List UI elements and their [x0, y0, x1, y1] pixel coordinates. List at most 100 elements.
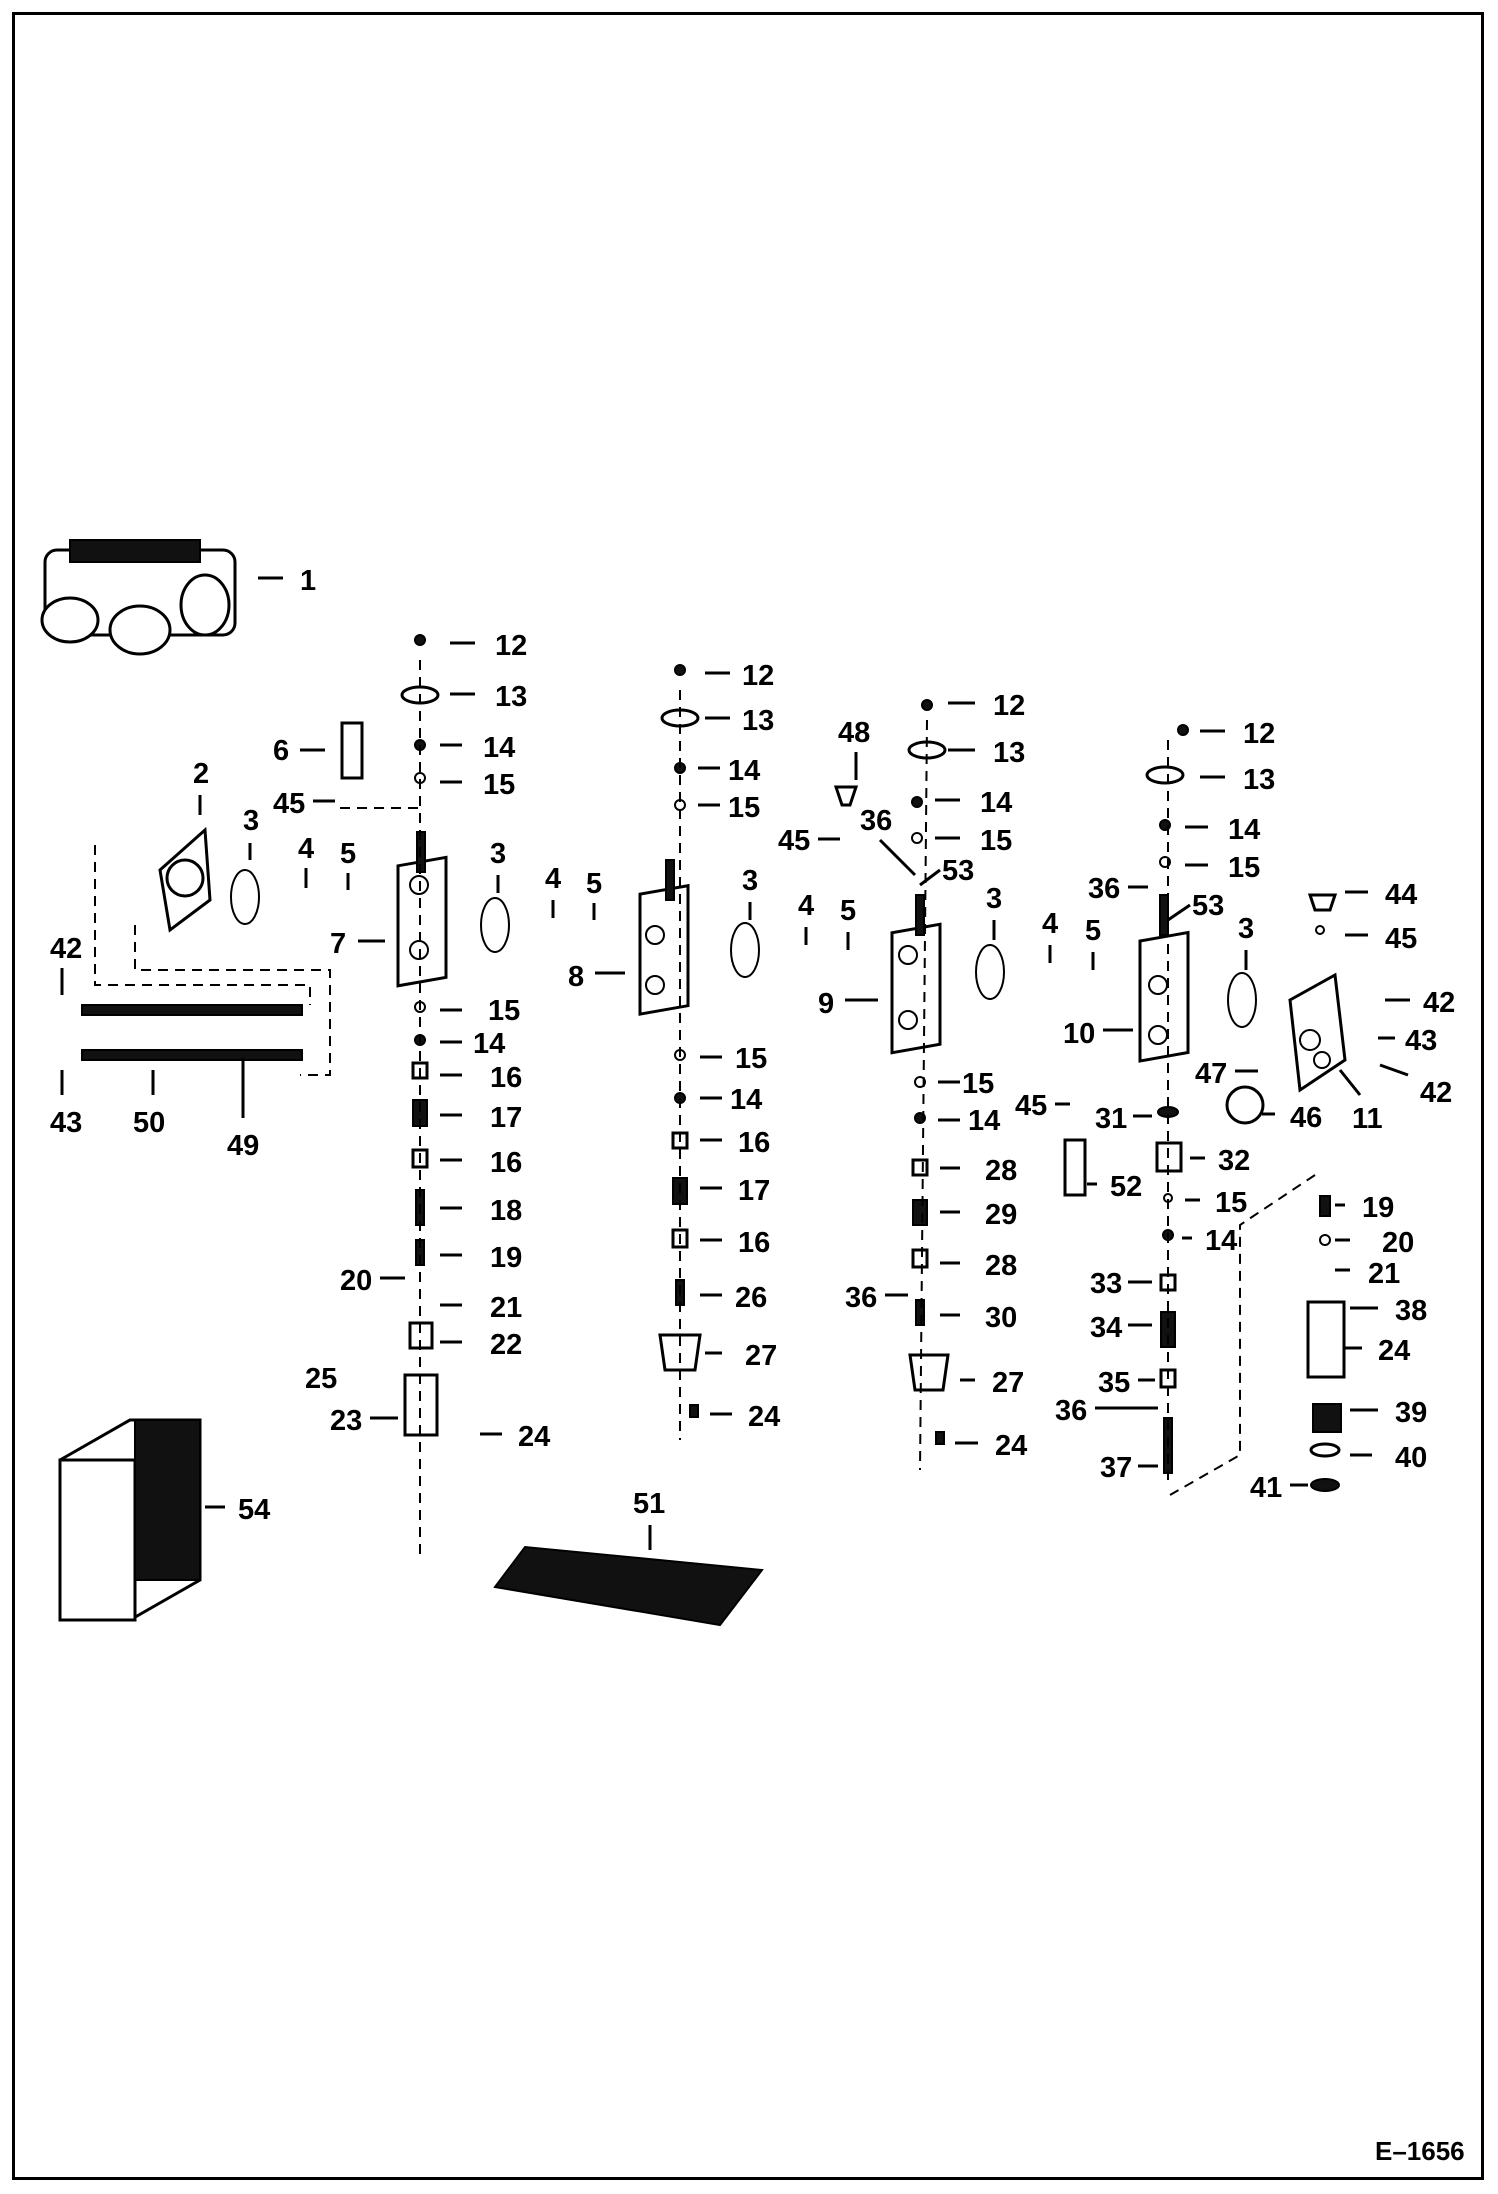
- callout-44: 44: [1385, 879, 1417, 911]
- callout-2: 2: [193, 758, 209, 790]
- callout-3: 3: [1238, 913, 1254, 945]
- valve-section-9: [890, 894, 942, 1055]
- callout-45: 45: [273, 788, 305, 820]
- callout-53: 53: [942, 855, 974, 887]
- callout-45: 45: [1385, 923, 1417, 955]
- callout-54: 54: [238, 1494, 270, 1526]
- callout-16: 16: [490, 1062, 522, 1094]
- callout-31: 31: [1095, 1103, 1127, 1135]
- inlet-cover-illustration: [158, 826, 212, 933]
- callout-26: 26: [735, 1282, 767, 1314]
- callout-23: 23: [330, 1405, 362, 1437]
- callout-12: 12: [1243, 718, 1275, 750]
- callout-39: 39: [1395, 1397, 1427, 1429]
- callout-15: 15: [735, 1043, 767, 1075]
- callout-14: 14: [483, 732, 515, 764]
- callout-9: 9: [818, 988, 834, 1020]
- callout-4: 4: [1042, 908, 1058, 940]
- callout-24: 24: [518, 1421, 550, 1453]
- callout-28: 28: [985, 1155, 1017, 1187]
- callout-40: 40: [1395, 1442, 1427, 1474]
- callout-20: 20: [340, 1265, 372, 1297]
- callout-17: 17: [738, 1175, 770, 1207]
- callout-18: 18: [490, 1195, 522, 1227]
- callout-36: 36: [1088, 873, 1120, 905]
- callout-15: 15: [980, 825, 1012, 857]
- callout-16: 16: [490, 1147, 522, 1179]
- callout-7: 7: [330, 928, 346, 960]
- small-parts-stacks: [230, 634, 1346, 1492]
- callout-51: 51: [633, 1488, 665, 1520]
- callout-15: 15: [483, 769, 515, 801]
- callout-5: 5: [340, 838, 356, 870]
- callout-16: 16: [738, 1227, 770, 1259]
- callout-10: 10: [1063, 1018, 1095, 1050]
- decal-51: [493, 1545, 764, 1627]
- callout-14: 14: [968, 1105, 1000, 1137]
- callout-3: 3: [986, 883, 1002, 915]
- callout-13: 13: [495, 681, 527, 713]
- outlet-section-11: [1288, 972, 1347, 1093]
- callout-24: 24: [748, 1401, 780, 1433]
- callout-36: 36: [1055, 1395, 1087, 1427]
- callout-3: 3: [742, 865, 758, 897]
- callout-5: 5: [1085, 915, 1101, 947]
- callout-24: 24: [995, 1430, 1027, 1462]
- callout-24: 24: [1378, 1335, 1410, 1367]
- callout-15: 15: [1228, 852, 1260, 884]
- callout-11: 11: [1352, 1103, 1383, 1135]
- callout-19: 19: [490, 1242, 522, 1274]
- callout-42: 42: [1423, 987, 1455, 1019]
- tie-rods: [81, 1004, 303, 1061]
- callout-12: 12: [993, 690, 1025, 722]
- callout-4: 4: [545, 863, 561, 895]
- callout-21: 21: [490, 1292, 522, 1324]
- callout-16: 16: [738, 1127, 770, 1159]
- callout-42: 42: [50, 933, 82, 965]
- callout-3: 3: [490, 838, 506, 870]
- callout-27: 27: [745, 1340, 777, 1372]
- callout-20: 20: [1382, 1227, 1414, 1259]
- valve-section-7: [396, 831, 448, 988]
- valve-assembly-illustration: [40, 539, 237, 656]
- callout-6: 6: [273, 735, 289, 767]
- callout-29: 29: [985, 1199, 1017, 1231]
- callout-27: 27: [992, 1367, 1024, 1399]
- callout-35: 35: [1098, 1367, 1130, 1399]
- callout-13: 13: [1243, 764, 1275, 796]
- callout-28: 28: [985, 1250, 1017, 1282]
- callout-38: 38: [1395, 1295, 1427, 1327]
- callout-12: 12: [742, 660, 774, 692]
- callout-13: 13: [993, 737, 1025, 769]
- callout-36: 36: [845, 1282, 877, 1314]
- callout-5: 5: [840, 895, 856, 927]
- callout-45: 45: [1015, 1090, 1047, 1122]
- callout-14: 14: [1228, 814, 1260, 846]
- callout-4: 4: [298, 833, 314, 865]
- callout-47: 47: [1195, 1058, 1227, 1090]
- callout-33: 33: [1090, 1268, 1122, 1300]
- callout-13: 13: [742, 705, 774, 737]
- callout-43: 43: [50, 1107, 82, 1139]
- callout-32: 32: [1218, 1145, 1250, 1177]
- callout-15: 15: [962, 1068, 994, 1100]
- callout-4: 4: [798, 890, 814, 922]
- callout-21: 21: [1368, 1258, 1400, 1290]
- valve-section-10: [1138, 894, 1190, 1063]
- callout-36: 36: [860, 805, 892, 837]
- callout-37: 37: [1100, 1452, 1132, 1484]
- callout-14: 14: [1205, 1225, 1237, 1257]
- callout-43: 43: [1405, 1025, 1437, 1057]
- seal-kit-54: [58, 1418, 202, 1622]
- callout-42: 42: [1420, 1077, 1452, 1109]
- callout-49: 49: [227, 1130, 259, 1162]
- callout-3: 3: [243, 805, 259, 837]
- callout-1: 1: [300, 565, 316, 597]
- valve-section-8: [638, 859, 690, 1016]
- callout-14: 14: [728, 755, 760, 787]
- callout-5: 5: [586, 868, 602, 900]
- callout-12: 12: [495, 630, 527, 662]
- callout-30: 30: [985, 1302, 1017, 1334]
- figure-code: E–1656: [1375, 2136, 1465, 2166]
